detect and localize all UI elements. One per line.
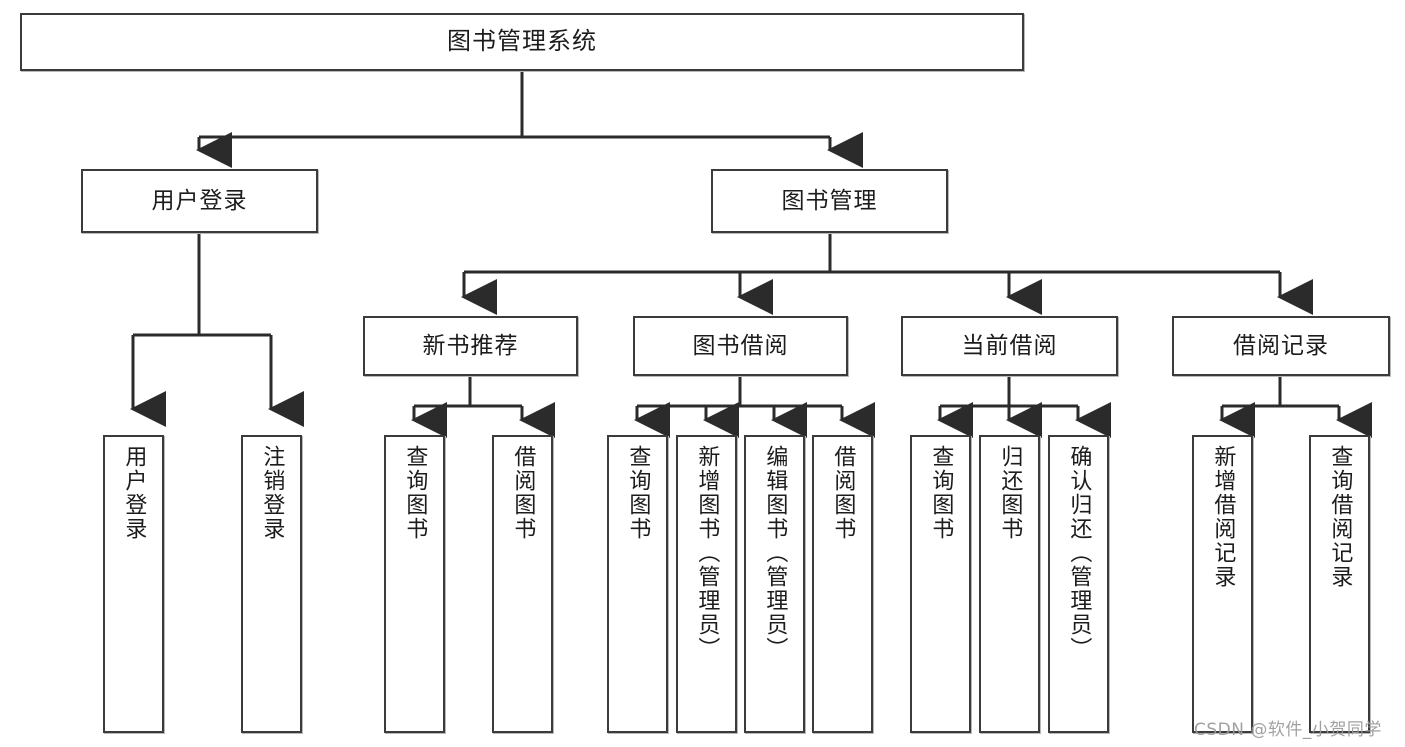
leaf-current-borrow-confirm-return-admin[interactable]: 确认归还（管理员）: [1048, 435, 1109, 733]
node-current-borrow[interactable]: 当前借阅: [901, 316, 1118, 376]
leaf-new-book-query-book[interactable]: 查询图书: [384, 435, 445, 733]
leaf-current-borrow-return-book[interactable]: 归还图书: [979, 435, 1040, 733]
node-book-management[interactable]: 图书管理: [711, 169, 948, 233]
leaf-book-borrow-borrow-book[interactable]: 借阅图书: [812, 435, 873, 733]
leaf-user-login-logout[interactable]: 注销登录: [241, 435, 302, 733]
leaf-book-borrow-edit-book-admin[interactable]: 编辑图书（管理员）: [744, 435, 805, 733]
node-label: 借阅图书: [830, 445, 856, 541]
node-new-book-recommend[interactable]: 新书推荐: [363, 316, 578, 376]
node-label: 借阅记录: [1233, 332, 1329, 359]
node-label: 新增借阅记录: [1210, 445, 1236, 589]
node-label: 注销登录: [259, 445, 285, 541]
leaf-current-borrow-query-book[interactable]: 查询图书: [910, 435, 971, 733]
node-label: 图书管理系统: [447, 27, 597, 56]
node-book-management-system[interactable]: 图书管理系统: [20, 13, 1024, 71]
node-label: 图书管理: [781, 187, 878, 214]
leaf-book-borrow-query-book[interactable]: 查询图书: [607, 435, 668, 733]
node-book-borrow[interactable]: 图书借阅: [633, 316, 848, 376]
node-label: 图书借阅: [692, 332, 789, 359]
node-label: 当前借阅: [961, 332, 1058, 359]
node-label: 借阅图书: [510, 445, 536, 541]
leaf-borrow-record-query-record[interactable]: 查询借阅记录: [1309, 435, 1370, 733]
node-label: 确认归还（管理员）: [1066, 445, 1092, 661]
leaf-new-book-borrow-book[interactable]: 借阅图书: [492, 435, 553, 733]
node-label: 用户登录: [151, 187, 248, 214]
csdn-watermark: CSDN @软件_小贺同学: [1194, 720, 1382, 740]
leaf-borrow-record-add-record[interactable]: 新增借阅记录: [1192, 435, 1253, 733]
node-label: 查询借阅记录: [1327, 445, 1353, 589]
node-label: 编辑图书（管理员）: [762, 445, 788, 661]
leaf-book-borrow-add-book-admin[interactable]: 新增图书（管理员）: [676, 435, 737, 733]
node-user-login[interactable]: 用户登录: [81, 169, 318, 233]
node-label: 用户登录: [121, 445, 147, 541]
node-label: 查询图书: [402, 445, 428, 541]
node-label: 查询图书: [928, 445, 954, 541]
node-label: 新书推荐: [422, 332, 519, 359]
node-label: 查询图书: [625, 445, 651, 541]
node-label: 归还图书: [997, 445, 1023, 541]
node-label: 新增图书（管理员）: [694, 445, 720, 661]
leaf-user-login-login[interactable]: 用户登录: [103, 435, 164, 733]
node-borrow-record[interactable]: 借阅记录: [1172, 316, 1390, 376]
